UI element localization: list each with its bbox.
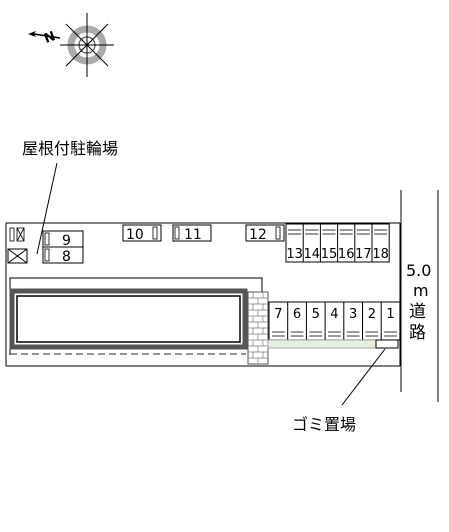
parking-space-1: 1 bbox=[386, 307, 394, 322]
parking-space-10-label: 10 bbox=[126, 227, 144, 243]
brick-wall bbox=[247, 291, 269, 365]
compass-north-letter: N bbox=[42, 29, 57, 47]
parking-space-8: 8 bbox=[62, 249, 71, 265]
road-width-unit: m bbox=[413, 281, 429, 300]
green-strip bbox=[267, 339, 377, 349]
bicycle-parking-leader bbox=[36, 162, 58, 255]
road-label-char-2: 路 bbox=[409, 323, 426, 343]
bicycle-parking-marker bbox=[7, 248, 28, 264]
parking-space-11-label: 11 bbox=[184, 227, 202, 243]
parking-space-7: 7 bbox=[274, 307, 282, 322]
compass-rose-icon: N bbox=[28, 13, 114, 77]
garbage-leader bbox=[341, 348, 386, 406]
parking-space-13: 13 bbox=[286, 247, 303, 262]
garbage-station bbox=[375, 339, 399, 349]
parking-space-10: 10 bbox=[122, 224, 162, 243]
site-outline bbox=[5, 222, 401, 367]
parking-space-6: 6 bbox=[293, 307, 301, 322]
parking-space-14: 14 bbox=[304, 247, 321, 262]
parking-space-15: 15 bbox=[321, 247, 338, 262]
building bbox=[9, 288, 248, 350]
parking-space-12: 12 bbox=[245, 224, 285, 243]
parking-space-4: 4 bbox=[330, 307, 338, 322]
parking-space-16: 16 bbox=[338, 247, 355, 262]
small-marker-icon bbox=[9, 227, 25, 242]
parking-space-11: 11 bbox=[172, 224, 212, 243]
road-width-value: 5.0 bbox=[406, 261, 431, 280]
parking-space-17: 17 bbox=[355, 247, 372, 262]
parking-space-9: 9 bbox=[62, 233, 71, 249]
garbage-label: ゴミ置場 bbox=[292, 415, 356, 434]
parking-space-18: 18 bbox=[372, 247, 389, 262]
bicycle-parking-label: 屋根付駐輪場 bbox=[22, 139, 118, 158]
parking-space-3: 3 bbox=[349, 307, 357, 322]
parking-space-2: 2 bbox=[368, 307, 376, 322]
parking-space-12-label: 12 bbox=[249, 227, 267, 243]
road-label-char-1: 道 bbox=[409, 302, 426, 322]
parking-block-9-8: 9 8 bbox=[42, 230, 84, 265]
parking-space-5: 5 bbox=[312, 307, 320, 322]
